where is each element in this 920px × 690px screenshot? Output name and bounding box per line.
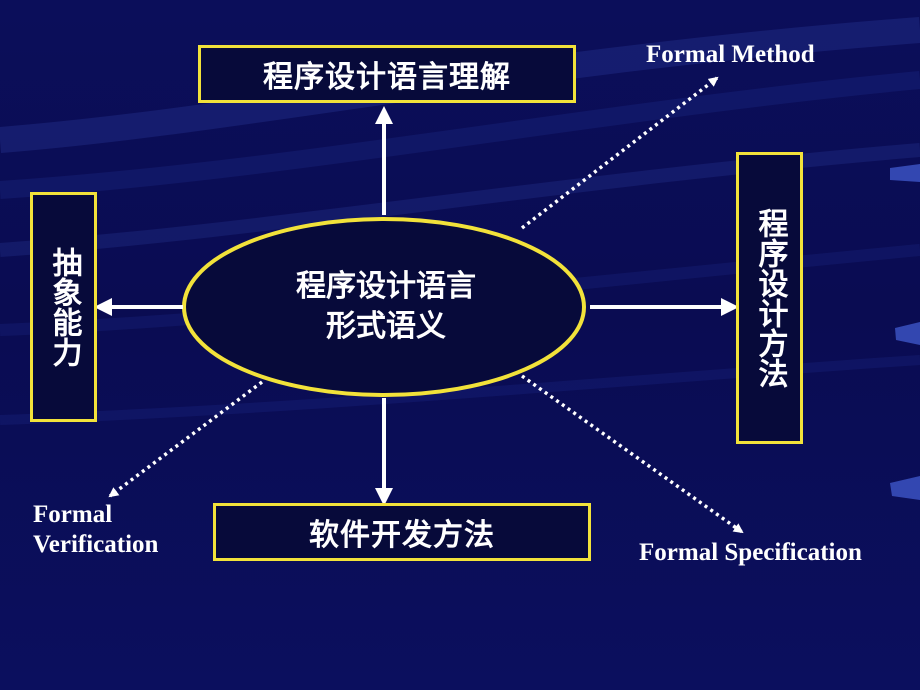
box-left-label: 抽象能力 — [46, 247, 82, 367]
dotted-arrow-formal-specification — [520, 374, 744, 534]
center-label-line1: 程序设计语言 — [296, 269, 476, 304]
dotted-arrow-formal-method — [520, 76, 719, 230]
label-formal-verification: Formal Verification — [33, 500, 158, 560]
box-right: 程序设计方法 — [736, 152, 803, 444]
label-formal-verification-line1: Formal — [33, 501, 113, 528]
label-formal-verification-line2: Verification — [33, 531, 159, 558]
dotted-arrow-formal-verification — [108, 380, 264, 498]
label-formal-specification: Formal Specification — [639, 539, 862, 566]
box-right-label: 程序设计方法 — [752, 208, 788, 388]
box-left: 抽象能力 — [30, 192, 97, 422]
box-bottom: 软件开发方法 — [213, 503, 591, 561]
box-top: 程序设计语言理解 — [198, 45, 576, 103]
center-label-line2: 形式语义 — [326, 309, 446, 344]
center-label: 程序设计语言 形式语义 — [186, 262, 586, 352]
box-top-label: 程序设计语言理解 — [263, 60, 511, 95]
label-formal-method: Formal Method — [646, 41, 815, 68]
box-bottom-label: 软件开发方法 — [309, 518, 495, 553]
right-edge-marks — [890, 164, 920, 500]
center-ellipse — [182, 217, 586, 397]
